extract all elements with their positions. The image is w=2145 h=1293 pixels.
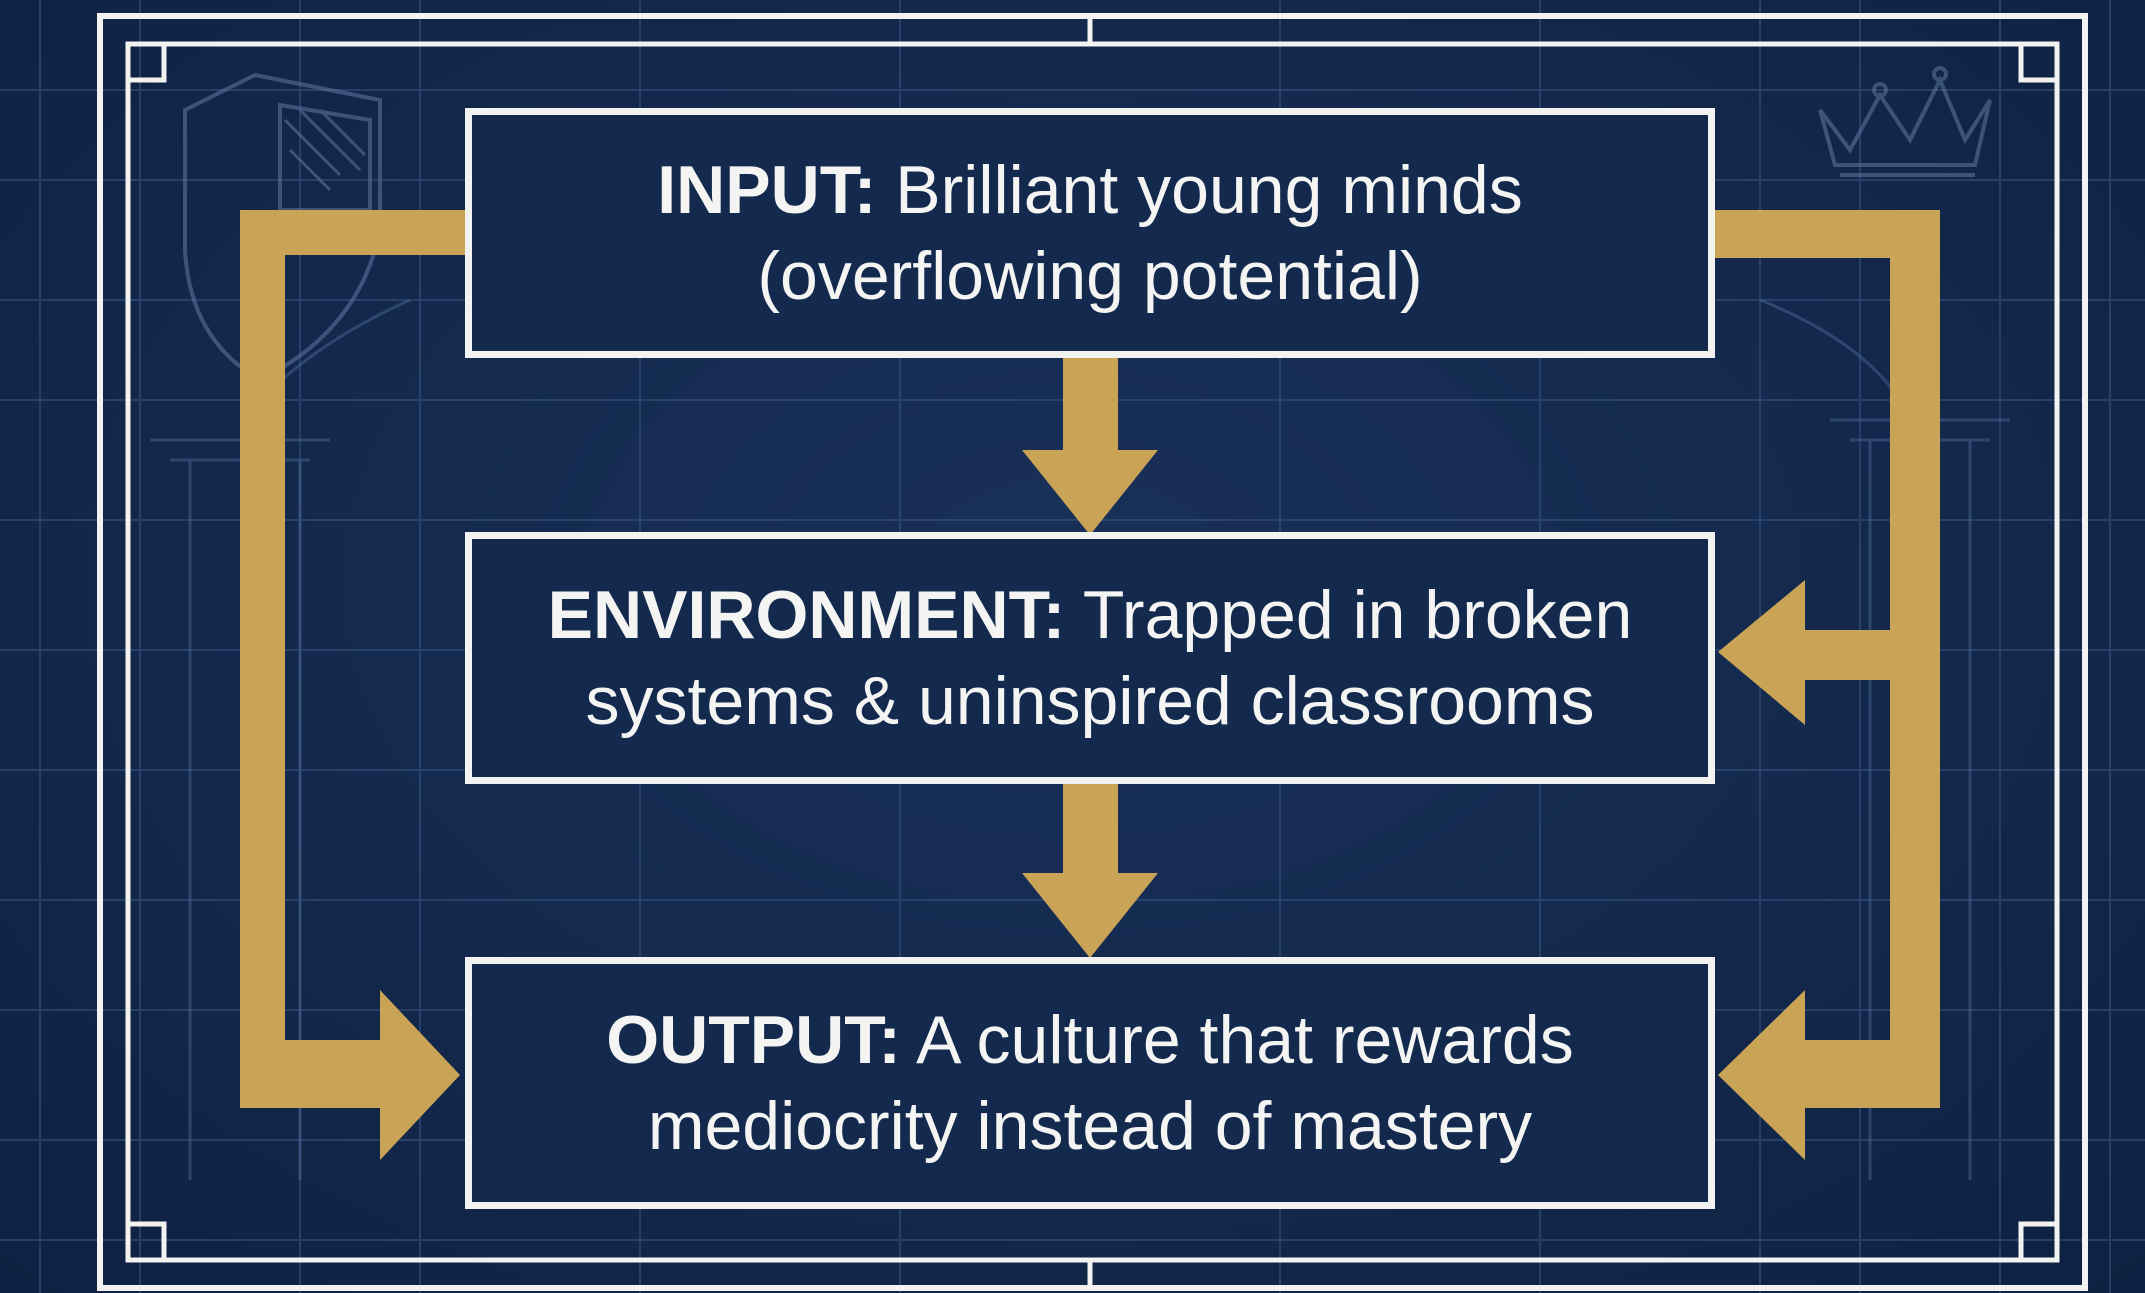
input-text: INPUT: Brilliant young minds (overflowin…: [657, 147, 1522, 319]
outer-frame: [97, 13, 2088, 1291]
input-text-line2: (overflowing potential): [757, 238, 1423, 314]
input-label: INPUT:: [657, 152, 877, 228]
environment-box: ENVIRONMENT: Trapped in broken systems &…: [465, 532, 1715, 784]
output-text: OUTPUT: A culture that rewards mediocrit…: [606, 997, 1573, 1169]
output-text-line2: mediocrity instead of mastery: [647, 1088, 1533, 1164]
left-bracket-arrow: [240, 210, 470, 1160]
environment-label: ENVIRONMENT:: [547, 577, 1066, 653]
arrow-input-to-environment: [1022, 352, 1158, 535]
environment-text-line2: systems & uninspired classrooms: [585, 663, 1595, 739]
output-text-line1: A culture that rewards: [916, 1002, 1574, 1078]
environment-text-line1: Trapped in broken: [1082, 577, 1633, 653]
arrow-environment-to-output: [1022, 777, 1158, 958]
crown-icon: [1818, 66, 1992, 177]
output-box: OUTPUT: A culture that rewards mediocrit…: [465, 957, 1715, 1209]
right-bracket-arrow: [1710, 210, 1940, 1160]
input-box: INPUT: Brilliant young minds (overflowin…: [465, 108, 1715, 358]
input-text-line1: Brilliant young minds: [895, 152, 1523, 228]
flow-arrows: [1022, 352, 1158, 958]
environment-text: ENVIRONMENT: Trapped in broken systems &…: [548, 572, 1633, 744]
output-label: OUTPUT:: [606, 1002, 901, 1078]
